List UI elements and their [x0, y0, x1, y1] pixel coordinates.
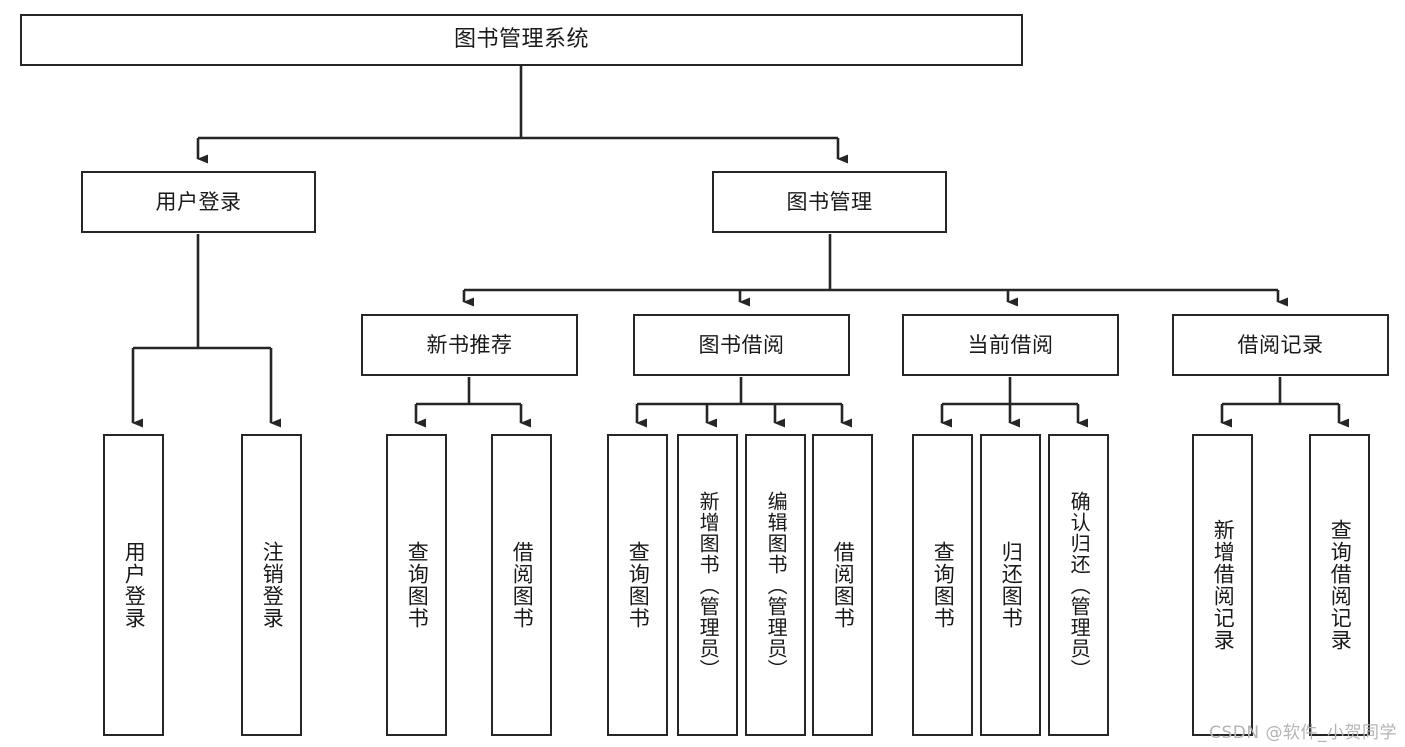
leaf-new-book-query[interactable]: 查询图书 — [386, 434, 447, 736]
leaf-record-add-borrow-record[interactable]: 新增借阅记录 — [1192, 434, 1253, 736]
leaf-borrow-add-book-admin[interactable]: 新增图书（管理员） — [677, 434, 738, 736]
node-label: 编辑图书（管理员） — [764, 490, 789, 680]
node-label: 查询图书 — [405, 541, 430, 629]
leaf-current-query-book[interactable]: 查询图书 — [912, 434, 973, 736]
node-label: 新增借阅记录 — [1211, 519, 1236, 651]
node-book-borrow[interactable]: 图书借阅 — [633, 314, 850, 376]
node-label: 图书借阅 — [698, 332, 785, 357]
node-label: 新书推荐 — [426, 332, 513, 357]
node-label: 图书管理 — [786, 189, 873, 214]
leaf-borrow-query-book[interactable]: 查询图书 — [607, 434, 668, 736]
leaf-current-return-book[interactable]: 归还图书 — [980, 434, 1041, 736]
node-label: 借阅图书 — [510, 541, 535, 629]
node-user-login[interactable]: 用户登录 — [81, 171, 316, 233]
csdn-watermark: CSDN @软件_小贺同学 — [1209, 723, 1397, 743]
leaf-new-book-borrow[interactable]: 借阅图书 — [491, 434, 552, 736]
node-label: 借阅图书 — [831, 541, 856, 629]
node-label: 用户登录 — [122, 541, 147, 629]
node-label: 查询图书 — [931, 541, 956, 629]
node-current-borrow[interactable]: 当前借阅 — [902, 314, 1119, 376]
leaf-current-confirm-return-admin[interactable]: 确认归还（管理员） — [1048, 434, 1109, 736]
node-label: 查询借阅记录 — [1328, 519, 1353, 651]
node-borrow-record[interactable]: 借阅记录 — [1172, 314, 1389, 376]
node-root-book-management-system[interactable]: 图书管理系统 — [20, 14, 1023, 66]
leaf-borrow-borrow-book[interactable]: 借阅图书 — [812, 434, 873, 736]
node-label: 借阅记录 — [1237, 332, 1324, 357]
leaf-user-login-logout[interactable]: 注销登录 — [241, 434, 302, 736]
node-label: 查询图书 — [626, 541, 651, 629]
node-label: 注销登录 — [260, 541, 285, 629]
node-label: 归还图书 — [999, 541, 1024, 629]
leaf-user-login-login[interactable]: 用户登录 — [103, 434, 164, 736]
node-label: 新增图书（管理员） — [696, 490, 721, 680]
node-book-management[interactable]: 图书管理 — [712, 171, 947, 233]
node-label: 图书管理系统 — [453, 27, 589, 53]
node-label: 确认归还（管理员） — [1067, 490, 1092, 680]
node-label: 当前借阅 — [967, 332, 1054, 357]
node-label: 用户登录 — [155, 189, 242, 214]
node-new-book-recommend[interactable]: 新书推荐 — [361, 314, 578, 376]
leaf-record-query-borrow-record[interactable]: 查询借阅记录 — [1309, 434, 1370, 736]
leaf-borrow-edit-book-admin[interactable]: 编辑图书（管理员） — [745, 434, 806, 736]
